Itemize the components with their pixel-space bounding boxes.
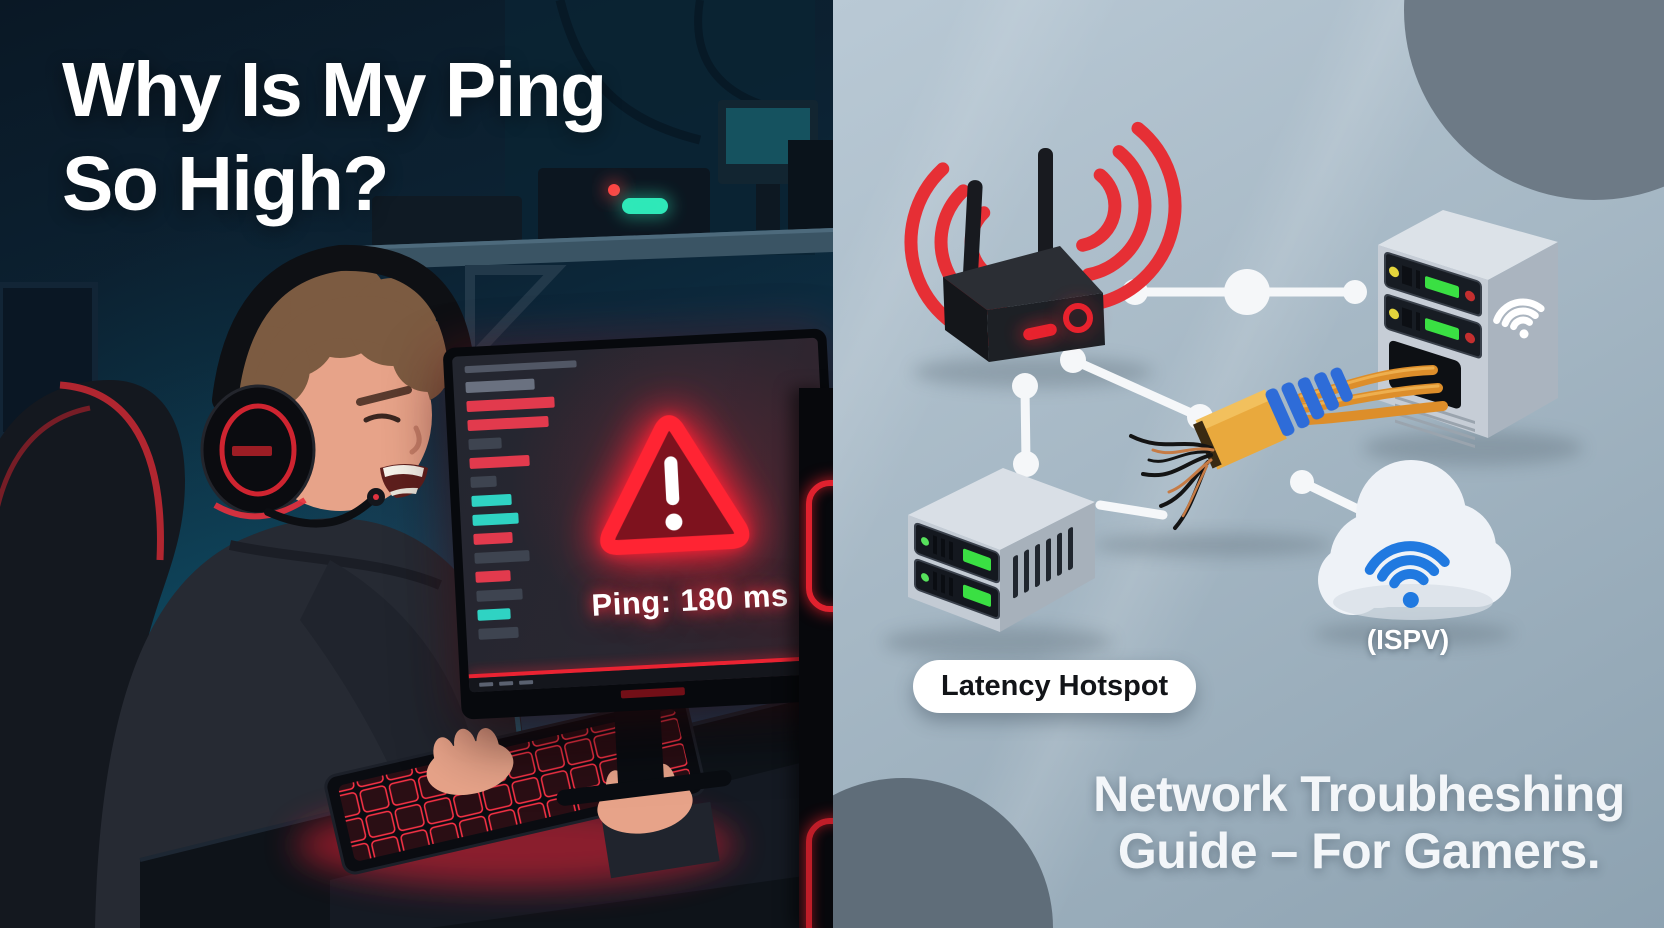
sidebar-bar: [471, 493, 513, 507]
sidebar-bar: [466, 396, 555, 413]
hand-left: [426, 728, 514, 796]
guide-caption-line-1: Network Troubheshing: [1093, 766, 1625, 822]
sidebar-bar: [468, 437, 503, 451]
side-vents: [1013, 527, 1073, 599]
latency-hotspot-label: Latency Hotspot: [913, 660, 1197, 713]
frayed-wires: [1129, 434, 1215, 530]
headset-icon: [200, 244, 473, 528]
sidebar-bar: [472, 512, 519, 526]
shelf-bracket: [465, 265, 567, 373]
sidebar-bar: [469, 454, 530, 470]
wall-shelf: [354, 100, 833, 373]
sidebar-bar: [474, 550, 530, 564]
network-diagram-panel: Latency Hotspot (ISPV) Network Troubhesh…: [833, 0, 1664, 928]
monitor-screen: Ping: 180 ms: [451, 337, 833, 693]
sidebar-bar: [465, 378, 535, 394]
mic-boom: [264, 496, 376, 528]
wifi-icon: [1364, 541, 1450, 608]
network-diagram: [883, 121, 1583, 658]
tower-rgb-light: [806, 480, 833, 612]
object-shadows: [883, 356, 1583, 658]
pc-tower: [799, 388, 833, 928]
taskbar-item: [499, 681, 514, 686]
sidebar-bar: [473, 531, 513, 545]
sidebar-bar: [476, 588, 523, 602]
arm-sleeve: [300, 560, 471, 790]
wifi-router-icon: [943, 148, 1105, 362]
sidebar-bar: [467, 415, 549, 432]
headphone-logo: [232, 446, 272, 456]
angry-face-features: [356, 386, 428, 498]
taskbar-item: [519, 680, 534, 685]
isp-caption: (ISPV): [1366, 624, 1450, 655]
monitor-brand: [620, 687, 686, 699]
frayed-ethernet-cable-icon: [1193, 367, 1353, 470]
cloud-wifi-icon: [1318, 460, 1511, 620]
sidebar-bar: [470, 475, 498, 489]
gaming-monitor: Ping: 180 ms: [442, 328, 833, 720]
page-title: Why Is My Ping So High?: [62, 44, 607, 232]
guide-caption: Network Troubheshing Guide – For Gamers.: [1085, 766, 1633, 879]
warning-triangle-icon: [593, 402, 751, 570]
sidebar-bar: [478, 626, 520, 640]
tower-rgb-light: [806, 818, 833, 928]
taskbar-item: [479, 682, 494, 687]
monitor-stand: [613, 698, 665, 790]
wifi-icon: [1493, 298, 1545, 339]
drive-bays: [914, 522, 1000, 620]
screen-stats-sidebar: [465, 378, 566, 640]
shelf-modem: [538, 168, 710, 248]
rgb-keyboard-icon: [324, 695, 706, 875]
sidebar-bar: [475, 570, 511, 583]
guide-caption-line-2: Guide – For Gamers.: [1117, 822, 1601, 879]
shelf-device: [372, 196, 522, 248]
gamer-scene-panel: Why Is My Ping So High? Ping: 180 ms: [0, 0, 833, 928]
title-line-2: So High?: [62, 140, 389, 227]
server-icon: [908, 468, 1095, 632]
gamer-scene-illustration: [0, 0, 833, 928]
title-line-1: Why Is My Ping: [62, 47, 607, 133]
gaming-chair: [0, 380, 185, 928]
sidebar-bar: [477, 608, 512, 621]
